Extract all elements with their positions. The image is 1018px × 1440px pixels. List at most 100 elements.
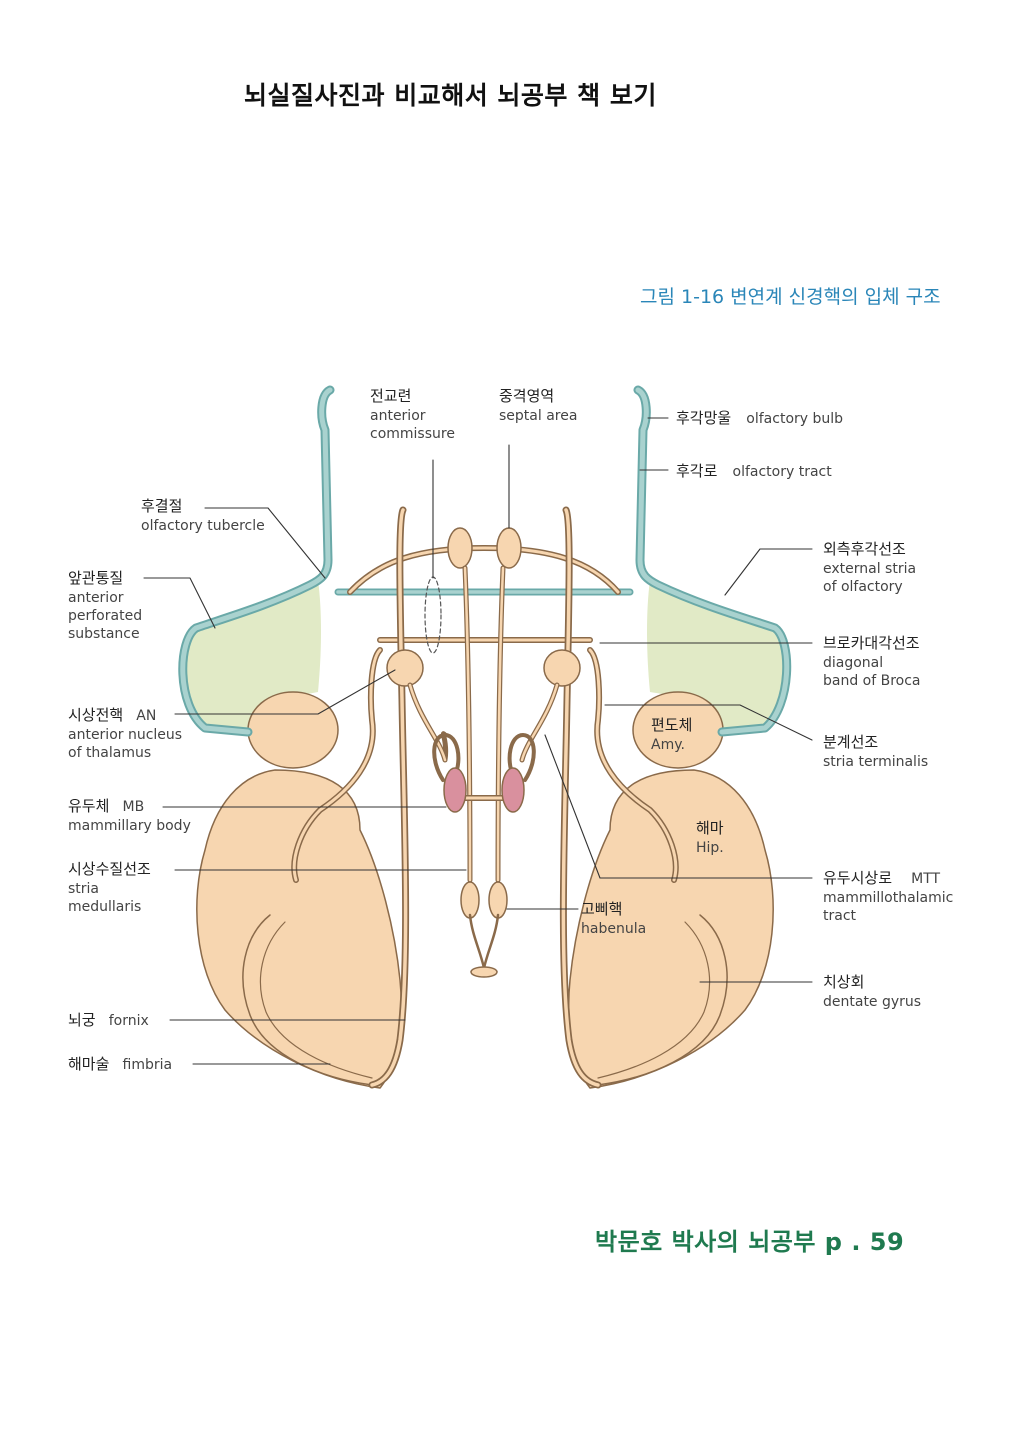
dentate-gyrus-left: [242, 914, 373, 1086]
label-external-stria: 외측후각선조 external stria of olfactory: [823, 540, 916, 596]
label-mammillothalamic: 유두시상로 MTT mammillothalamic tract: [823, 868, 953, 925]
leader-anterior-perforated: [143, 577, 216, 629]
dentate-gyrus-right-inner: [597, 921, 711, 1079]
label-habenula: 고삐핵 habenula: [581, 900, 646, 938]
label-anterior-perforated: 앞관통질 anterior perforated substance: [68, 569, 142, 643]
fornix-left-fill: [370, 508, 408, 1087]
label-fornix-en: fornix: [108, 1013, 149, 1029]
label-olfactory-tubercle-en: olfactory tubercle: [141, 517, 265, 534]
label-mammillothalamic-ko: 유두시상로: [823, 869, 893, 887]
footer-reference: 박문호 박사의 뇌공부 p . 59: [595, 1228, 905, 1256]
habenula-right: [488, 881, 508, 919]
leader-stria-terminalis: [604, 704, 813, 741]
label-diagonal-band-en: diagonal band of Broca: [823, 654, 921, 689]
mammillary-loop-left: [432, 733, 461, 782]
stria-terminalis-arch-fill: [348, 546, 620, 594]
anterior-nucleus-left: [247, 691, 339, 769]
fornix-right-fill: [561, 508, 600, 1087]
hippocampus-left: [196, 769, 403, 1089]
septal-nucleus-left: [447, 527, 473, 569]
mammillary-loop-right: [507, 733, 536, 782]
olfactory-bulb-left-fill: [180, 387, 333, 735]
label-stria-terminalis: 분계선조 stria terminalis: [823, 733, 928, 771]
label-dentate-gyrus: 치상회 dentate gyrus: [823, 973, 921, 1011]
label-habenula-ko: 고삐핵: [581, 900, 623, 918]
label-stria-terminalis-en: stria terminalis: [823, 753, 929, 770]
stria-medullaris-left-fill: [463, 566, 472, 882]
label-amygdala-en: Amy.: [651, 736, 685, 753]
label-olfactory-tract: 후각로 olfactory tract: [676, 461, 832, 482]
label-diagonal-band: 브로카대각선조 diagonal band of Broca: [823, 634, 921, 690]
label-diagonal-band-ko: 브로카대각선조: [823, 634, 920, 652]
label-dentate-gyrus-en: dentate gyrus: [823, 993, 922, 1010]
olfactory-bulb-right-fill: [635, 387, 790, 735]
label-external-stria-ko: 외측후각선조: [823, 540, 906, 558]
label-mammillary-body: 유두체 MB mammillary body: [68, 796, 191, 835]
habenular-commissure: [468, 913, 500, 970]
label-anterior-nucleus-abbr: AN: [136, 708, 157, 724]
fimbria-left-fill: [292, 648, 382, 882]
figure-caption: 그림 1-16 변연계 신경핵의 입체 구조: [640, 286, 941, 308]
label-external-stria-en: external stria of olfactory: [823, 560, 917, 595]
septal-nucleus-right: [496, 527, 522, 569]
leader-external-stria: [724, 548, 813, 596]
label-fornix-ko: 뇌궁: [68, 1011, 96, 1029]
pineal: [470, 966, 498, 978]
label-anterior-nucleus-en: anterior nucleus of thalamus: [68, 726, 183, 761]
label-septal-area: 중격영역 septal area: [499, 387, 577, 425]
dentate-gyrus-left-inner: [259, 921, 373, 1079]
label-anterior-perforated-en: anterior perforated substance: [68, 589, 143, 642]
stria-medullaris-right-fill: [496, 566, 505, 882]
habenula-left: [460, 881, 480, 919]
label-septal-area-en: septal area: [499, 407, 578, 424]
label-anterior-commissure: 전교련 anterior commissure: [370, 387, 455, 443]
label-anterior-nucleus: 시상전핵 AN anterior nucleus of thalamus: [68, 705, 182, 762]
fimbria-right-fill: [588, 648, 678, 882]
label-septal-area-ko: 중격영역: [499, 387, 555, 405]
label-mammillothalamic-abbr: MTT: [911, 871, 941, 887]
label-stria-terminalis-ko: 분계선조: [823, 733, 879, 751]
label-olfactory-tract-ko: 후각로: [676, 462, 718, 480]
label-anterior-perforated-ko: 앞관통질: [68, 569, 124, 587]
dentate-gyrus-right: [597, 914, 728, 1086]
leader-anterior-nucleus: [174, 669, 396, 715]
mtt-right-loop-fill: [520, 683, 559, 762]
label-olfactory-bulb-en: olfactory bulb: [746, 411, 844, 427]
label-fimbria-en: fimbria: [122, 1057, 173, 1073]
label-fimbria: 해마술 fimbria: [68, 1054, 172, 1075]
label-stria-medullaris-ko: 시상수질선조: [68, 860, 151, 878]
mammillary-body-right: [501, 767, 525, 813]
anterior-nucleus-inner-right: [543, 649, 581, 687]
label-amygdala-ko: 편도체: [651, 716, 693, 734]
anterior-nucleus-inner-left: [386, 649, 424, 687]
label-amygdala: 편도체 Amy.: [651, 716, 692, 754]
label-olfactory-tubercle: 후결절 olfactory tubercle: [141, 497, 265, 535]
label-habenula-en: habenula: [581, 920, 647, 937]
label-anterior-nucleus-ko: 시상전핵: [68, 706, 124, 724]
label-mammillothalamic-en: mammillothalamic tract: [823, 889, 954, 924]
label-stria-medullaris-en: stria medullaris: [68, 880, 142, 915]
label-anterior-commissure-ko: 전교련: [370, 387, 412, 405]
label-anterior-commissure-en: anterior commissure: [370, 407, 455, 442]
mtt-left-loop-fill: [408, 683, 447, 762]
label-stria-medullaris: 시상수질선조 stria medullaris: [68, 860, 151, 916]
page-title: 뇌실질사진과 비교해서 뇌공부 책 보기: [244, 81, 657, 110]
mammillary-body-left: [443, 767, 467, 813]
label-hippocampus-ko: 해마: [696, 819, 724, 837]
label-olfactory-tubercle-ko: 후결절: [141, 497, 183, 515]
label-dentate-gyrus-ko: 치상회: [823, 973, 865, 991]
label-mammillary-body-ko: 유두체: [68, 797, 110, 815]
label-hippocampus-en: Hip.: [696, 839, 724, 856]
label-hippocampus: 해마 Hip.: [696, 819, 724, 857]
label-olfactory-bulb: 후각망울 olfactory bulb: [676, 408, 843, 429]
leader-olfactory-tubercle: [204, 507, 326, 579]
stria-terminalis-arch: [347, 545, 621, 595]
label-olfactory-bulb-ko: 후각망울: [676, 409, 732, 427]
label-fornix: 뇌궁 fornix: [68, 1010, 149, 1031]
label-fimbria-ko: 해마술: [68, 1055, 110, 1073]
label-olfactory-tract-en: olfactory tract: [732, 464, 832, 480]
label-mammillary-body-abbr: MB: [122, 799, 145, 815]
leader-mtt: [544, 734, 813, 879]
label-mammillary-body-en: mammillary body: [68, 817, 191, 834]
